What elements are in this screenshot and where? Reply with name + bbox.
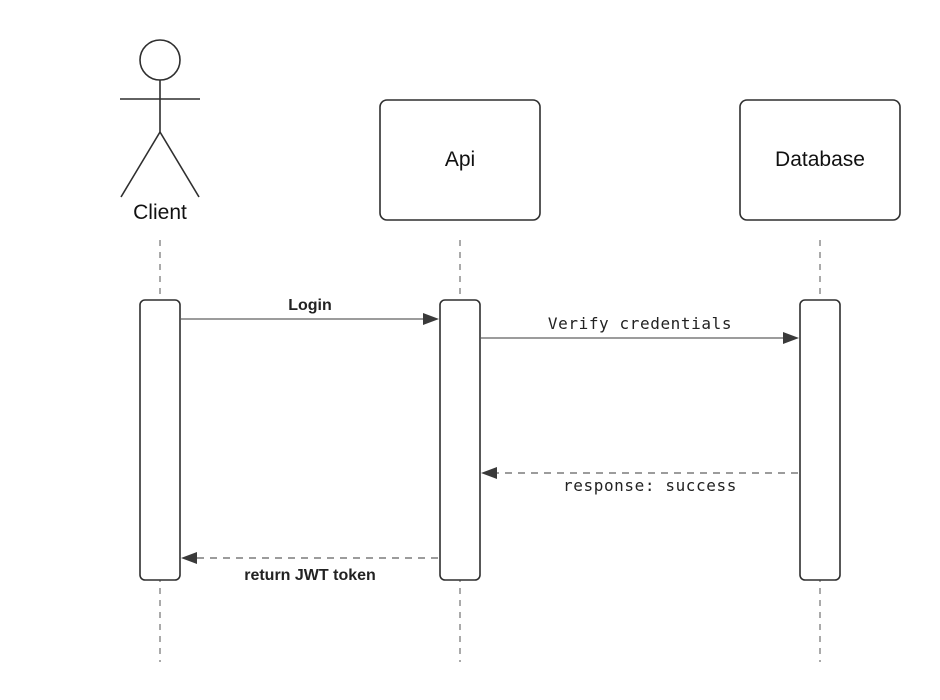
participant-database-label: Database [775,148,865,171]
message-return-jwt-token-arrowhead [181,552,197,564]
message-response-success[interactable]: response: success [481,467,798,495]
message-login[interactable]: Login [181,297,439,325]
activation-database [799,299,841,581]
participant-client-label: Client [133,201,187,224]
activation-client [139,299,181,581]
message-login-arrowhead [423,313,439,325]
activation-api [439,299,481,581]
message-verify-credentials-label: Verify credentials [548,314,732,333]
message-return-jwt-token[interactable]: return JWT token [181,552,438,584]
message-response-success-arrowhead [481,467,497,479]
message-verify-credentials[interactable]: Verify credentials [481,314,799,344]
participant-api-label: Api [445,148,475,171]
actor-right-leg [159,131,200,198]
actor-left-leg [120,131,161,198]
message-verify-credentials-arrowhead [783,332,799,344]
participant-database[interactable]: Database [739,99,901,221]
participant-api[interactable]: Api [379,99,541,221]
participant-api-box [379,99,541,221]
message-login-label: Login [288,297,332,314]
actor-head [139,39,181,81]
message-return-jwt-token-label: return JWT token [244,567,376,584]
participant-database-box [739,99,901,221]
participant-client-actor[interactable]: Client [120,39,200,224]
message-response-success-label: response: success [563,476,737,495]
